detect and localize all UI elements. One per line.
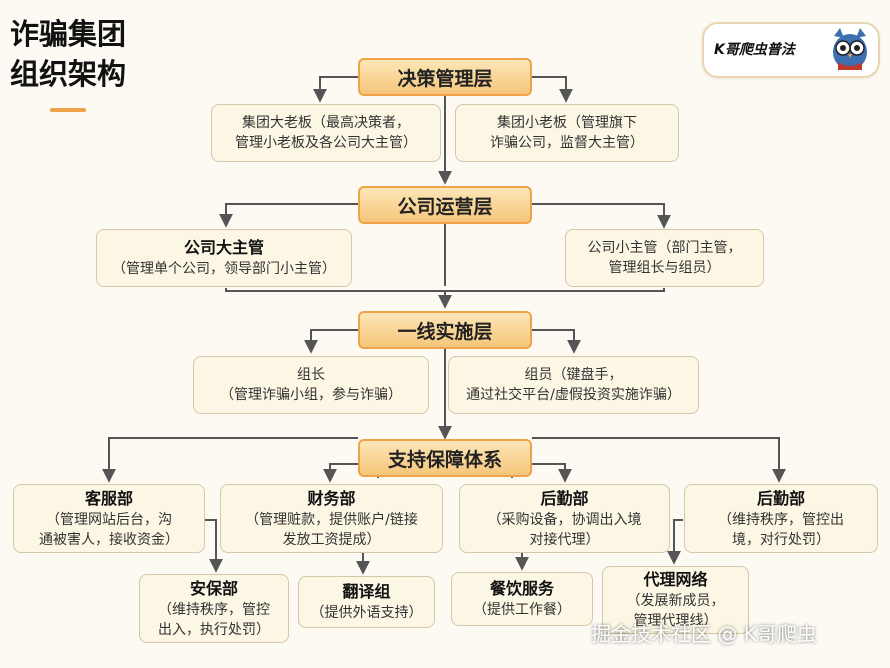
node-member-line2: 通过社交平台/虚假投资实施诈骗） <box>466 387 681 403</box>
node-big-boss-line2: 管理小老板及各公司大主管） <box>235 135 417 151</box>
node-big-boss-line1: 集团大老板（最高决策者， <box>242 115 410 131</box>
node-logistics-a: 后勤部 （采购设备，协调出入境 对接代理） <box>459 484 670 553</box>
node-logistics-b-line2: 境，对行处罚） <box>732 531 830 548</box>
layer-decision: 决策管理层 <box>358 58 532 96</box>
node-company-sub: 公司小主管（部门主管， 管理组长与组员） <box>565 229 764 287</box>
node-small-boss-line1: 集团小老板（管理旗下 <box>497 115 637 131</box>
node-logistics-a-line1: （采购设备，协调出入境 <box>487 511 642 528</box>
node-small-boss: 集团小老板（管理旗下 诈骗公司，监督大主管） <box>455 104 679 162</box>
watermark: 掘金技术社区 @ K哥爬虫 <box>591 622 817 646</box>
layer-frontline: 一线实施层 <box>358 311 532 349</box>
node-company-sub-line1: 公司小主管（部门主管， <box>587 240 742 256</box>
node-team-leader-line1: 组长 <box>297 367 325 383</box>
brand-text: K哥爬虫普法 <box>714 42 795 58</box>
node-customer-service: 客服部 （管理网站后台，沟 通被害人，接收资金） <box>13 484 205 553</box>
layer-frontline-label: 一线实施层 <box>397 320 493 343</box>
title-line2: 组织架构 <box>10 57 127 91</box>
node-finance-line2: 发放工资提成） <box>282 531 381 548</box>
node-logistics-a-title: 后勤部 <box>540 488 589 508</box>
node-member-line1: 组员（键盘手， <box>524 367 623 383</box>
node-finance-title: 财务部 <box>307 488 356 508</box>
node-customer-service-line2: 通被害人，接收资金） <box>39 531 179 548</box>
node-finance: 财务部 （管理赃款，提供账户/链接 发放工资提成） <box>220 484 443 553</box>
node-security-line1: （维持秩序，管控 <box>158 601 270 618</box>
node-company-sub-line2: 管理组长与组员） <box>608 260 721 276</box>
node-member: 组员（键盘手， 通过社交平台/虚假投资实施诈骗） <box>448 356 699 414</box>
node-customer-service-title: 客服部 <box>84 488 133 508</box>
node-security: 安保部 （维持秩序，管控 出入，执行处罚） <box>139 574 289 643</box>
node-agent-network-line2: 管理代理线） <box>633 613 718 629</box>
node-company-head: 公司大主管 （管理单个公司，领导部门小主管） <box>96 229 352 287</box>
node-small-boss-line2: 诈骗公司，监督大主管） <box>490 135 644 151</box>
node-customer-service-line1: （管理网站后台，沟 <box>46 511 172 528</box>
node-catering-title: 餐饮服务 <box>489 579 554 598</box>
layer-support-label: 支持保障体系 <box>387 448 502 471</box>
title-accent-bar <box>50 108 86 112</box>
owl-mascot-icon <box>828 26 872 76</box>
page-title: 诈骗集团 组织架构 <box>10 14 180 94</box>
title-line1: 诈骗集团 <box>10 17 127 51</box>
node-security-title: 安保部 <box>189 578 238 598</box>
node-agent-network-title: 代理网络 <box>643 570 708 589</box>
node-company-head-title: 公司大主管 <box>183 238 264 257</box>
node-logistics-a-line2: 对接代理） <box>529 531 600 548</box>
node-agent-network: 代理网络 （发展新成员， 管理代理线） <box>602 566 749 634</box>
node-translation-line1: （提供外语支持） <box>310 605 423 621</box>
node-agent-network-line1: （发展新成员， <box>626 593 725 609</box>
brand-badge: K哥爬虫普法 <box>702 22 880 78</box>
node-catering: 餐饮服务 （提供工作餐） <box>451 572 593 626</box>
node-team-leader-line2: （管理诈骗小组，参与诈骗） <box>220 387 402 403</box>
node-logistics-b-title: 后勤部 <box>756 488 805 508</box>
node-big-boss: 集团大老板（最高决策者， 管理小老板及各公司大主管） <box>211 104 441 162</box>
layer-decision-label: 决策管理层 <box>397 67 493 90</box>
node-translation-title: 翻译组 <box>342 582 391 601</box>
node-catering-line1: （提供工作餐） <box>473 602 571 618</box>
layer-operations-label: 公司运营层 <box>397 195 493 218</box>
node-company-head-desc: （管理单个公司，领导部门小主管） <box>112 261 336 277</box>
node-team-leader: 组长 （管理诈骗小组，参与诈骗） <box>193 356 429 414</box>
node-translation: 翻译组 （提供外语支持） <box>298 576 435 628</box>
layer-operations: 公司运营层 <box>358 186 532 224</box>
node-finance-line1: （管理赃款，提供账户/链接 <box>245 511 418 528</box>
layer-support: 支持保障体系 <box>358 439 532 477</box>
node-security-line2: 出入，执行处罚） <box>158 621 270 638</box>
node-logistics-b: 后勤部 （维持秩序，管控出 境，对行处罚） <box>684 484 878 553</box>
node-logistics-b-line1: （维持秩序，管控出 <box>718 511 844 528</box>
